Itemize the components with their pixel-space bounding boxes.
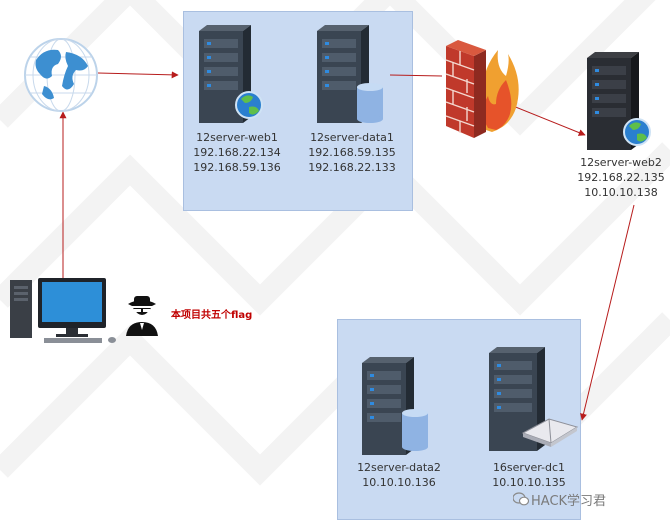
database-icon [402,409,428,451]
server-ip: 10.10.10.135 [492,476,566,489]
hacker-icon [126,296,158,336]
link-internet-to-dmz [97,71,179,79]
label-dc1: 16server-dc1 10.10.10.135 [479,460,579,490]
link-firewall-to-web2 [507,103,586,136]
server-ip: 192.168.22.134 [193,146,281,159]
server-data1[interactable] [313,25,393,125]
server-ip: 192.168.59.136 [193,161,281,174]
server-ip: 192.168.22.135 [577,171,665,184]
server-data2[interactable] [358,357,438,457]
server-name: 12server-data2 [357,461,441,474]
server-web2[interactable] [583,52,663,152]
server-name: 12server-data1 [310,131,394,144]
server-web1[interactable] [195,25,275,125]
label-data1: 12server-data1 192.168.59.135 192.168.22… [302,130,402,175]
server-ip: 192.168.22.133 [308,161,396,174]
firewall-icon [445,40,519,138]
watermark-text: HACK学习君 [531,494,607,509]
label-data2: 12server-data2 10.10.10.136 [349,460,449,490]
server-name: 12server-web1 [196,131,278,144]
server-dc1[interactable] [485,347,585,455]
flag-count-note: 本项目共五个flag [171,310,253,321]
server-name: 12server-web2 [580,156,662,169]
wechat-icon [513,492,529,506]
server-name: 16server-dc1 [492,461,566,474]
globe-badge-icon [235,91,263,119]
label-web2: 12server-web2 192.168.22.135 10.10.10.13… [574,155,668,200]
server-ip: 10.10.10.136 [362,476,436,489]
desktop-computer-icon [10,278,116,343]
database-icon [357,83,383,123]
globe-badge-icon [623,118,651,146]
server-ip: 10.10.10.138 [584,186,658,199]
globe-icon [24,38,98,112]
label-web1: 12server-web1 192.168.22.134 192.168.59.… [187,130,287,175]
server-ip: 192.168.59.135 [308,146,396,159]
link-web2-to-dc1 [580,204,635,421]
link-dmz-to-firewall [389,74,443,77]
book-icon [521,418,579,447]
